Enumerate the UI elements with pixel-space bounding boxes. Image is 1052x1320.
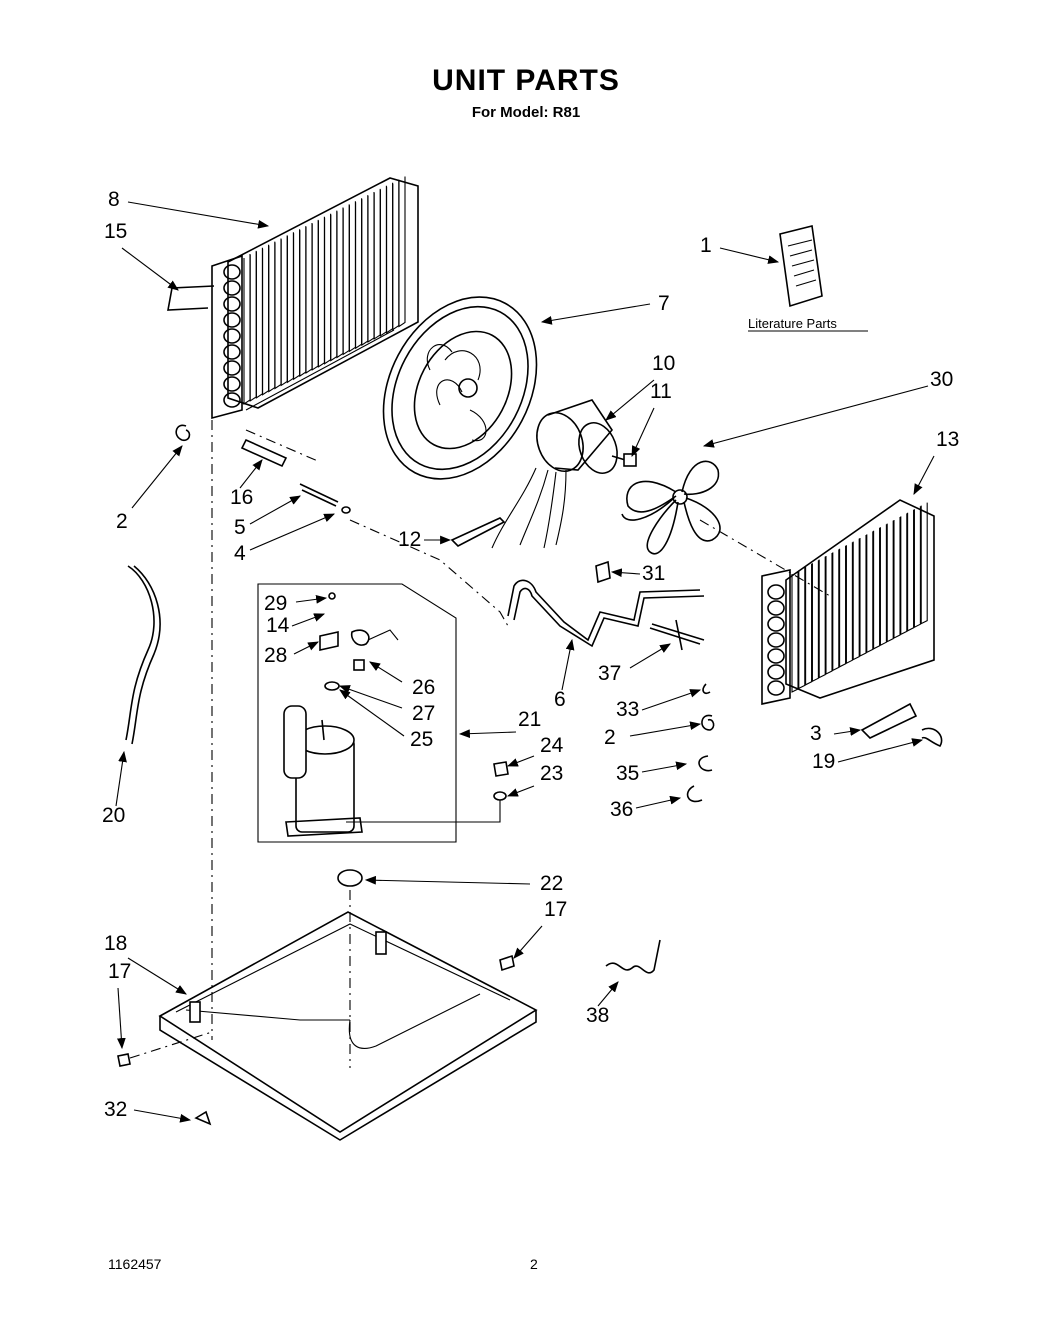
callout-arrow-25	[339, 689, 405, 737]
elbow-tube	[167, 285, 215, 311]
callout-arrow-4	[249, 513, 336, 551]
capillary-tube	[240, 438, 288, 468]
callout-18: 18	[104, 932, 127, 955]
callout-arrow-17	[116, 987, 126, 1050]
document-number: 1162457	[108, 1256, 162, 1272]
callout-arrow-32	[133, 1109, 192, 1123]
callout-3: 3	[810, 722, 822, 745]
page-title: UNIT PARTS	[432, 64, 620, 97]
callout-arrow-5	[249, 495, 301, 525]
clip	[175, 424, 191, 442]
callout-10: 10	[652, 352, 675, 375]
callout-2: 2	[116, 510, 128, 533]
callout-arrow-11	[631, 407, 655, 457]
callout-arrow-27	[338, 685, 403, 709]
literature-label: Literature Parts	[748, 316, 837, 331]
callout-arrow-19	[837, 738, 924, 763]
callout-arrow-30	[702, 385, 929, 448]
callout-37: 37	[598, 662, 621, 685]
callout-14: 14	[266, 614, 290, 637]
callout-arrow-7	[540, 303, 651, 325]
callout-arrow-29	[295, 594, 328, 604]
callout-22: 22	[540, 872, 563, 895]
callout-12: 12	[398, 528, 421, 551]
callout-24: 24	[540, 734, 564, 757]
base-pan	[158, 911, 538, 1141]
condenser-coil	[211, 176, 419, 420]
callout-21: 21	[518, 708, 541, 731]
callout-11: 11	[650, 380, 672, 403]
callout-arrow-13	[913, 455, 935, 495]
callout-32: 32	[104, 1098, 127, 1121]
page-number: 2	[530, 1256, 538, 1272]
callout-arrow-17	[513, 925, 543, 959]
callout-7: 7	[658, 292, 670, 315]
callout-arrow-22	[364, 875, 531, 885]
callout-23: 23	[540, 762, 563, 785]
callout-4: 4	[234, 542, 246, 565]
callout-arrow-3	[833, 727, 862, 736]
strainer	[299, 483, 339, 503]
callout-arrow-24	[506, 755, 535, 767]
callout-6: 6	[554, 688, 566, 711]
callout-arrow-16	[239, 459, 263, 489]
fan-shroud	[382, 296, 538, 480]
callout-2: 2	[604, 726, 616, 749]
callout-arrow-10	[605, 379, 655, 421]
callout-arrow-38	[597, 981, 619, 1007]
callout-arrow-21	[458, 729, 517, 739]
callout-31: 31	[642, 562, 665, 585]
callout-5: 5	[234, 516, 246, 539]
callout-labels: 1234567810111213141516171718192021222324…	[102, 188, 959, 1121]
callout-26: 26	[412, 676, 435, 699]
callout-arrow-2	[629, 721, 702, 737]
callout-arrow-14	[291, 613, 326, 627]
callout-arrow-1	[719, 247, 780, 264]
callout-17: 17	[544, 898, 567, 921]
callout-30: 30	[930, 368, 953, 391]
callout-19: 19	[812, 750, 835, 773]
callout-17: 17	[108, 960, 131, 983]
callout-arrow-6	[561, 638, 575, 691]
callout-arrow-8	[127, 201, 270, 229]
compressor-assembly-box	[257, 583, 457, 843]
fan-blade	[621, 460, 721, 555]
callout-arrow-15	[121, 247, 179, 291]
condenser-coil-return-bends	[223, 264, 241, 408]
callout-20: 20	[102, 804, 125, 827]
callout-16: 16	[230, 486, 253, 509]
callout-33: 33	[616, 698, 639, 721]
callout-arrow-26	[369, 661, 403, 683]
callout-28: 28	[264, 644, 287, 667]
callout-arrow-23	[506, 785, 535, 797]
callout-arrow-28	[293, 641, 319, 655]
literature-booklet	[779, 225, 823, 308]
callout-leaders	[115, 201, 935, 1123]
callout-8: 8	[108, 188, 120, 211]
callout-arrow-33	[641, 689, 702, 711]
callout-13: 13	[936, 428, 959, 451]
callout-arrow-36	[635, 795, 682, 809]
callout-27: 27	[412, 702, 435, 725]
callout-35: 35	[616, 762, 639, 785]
model-subtitle: For Model: R81	[471, 104, 581, 121]
callout-1: 1	[700, 234, 712, 257]
callout-29: 29	[264, 592, 287, 615]
callout-arrow-20	[115, 750, 127, 807]
callout-arrow-35	[641, 761, 688, 773]
strap	[450, 517, 506, 547]
callout-25: 25	[410, 728, 433, 751]
evaporator-coil	[761, 499, 935, 705]
callout-arrow-31	[610, 568, 641, 578]
callout-arrow-18	[127, 957, 187, 995]
callout-15: 15	[104, 220, 127, 243]
fan-motor	[491, 399, 637, 549]
callout-arrow-37	[629, 643, 671, 669]
callout-38: 38	[586, 1004, 609, 1027]
suction-tube	[507, 579, 701, 642]
callout-36: 36	[610, 798, 633, 821]
callout-arrow-2	[131, 445, 183, 509]
